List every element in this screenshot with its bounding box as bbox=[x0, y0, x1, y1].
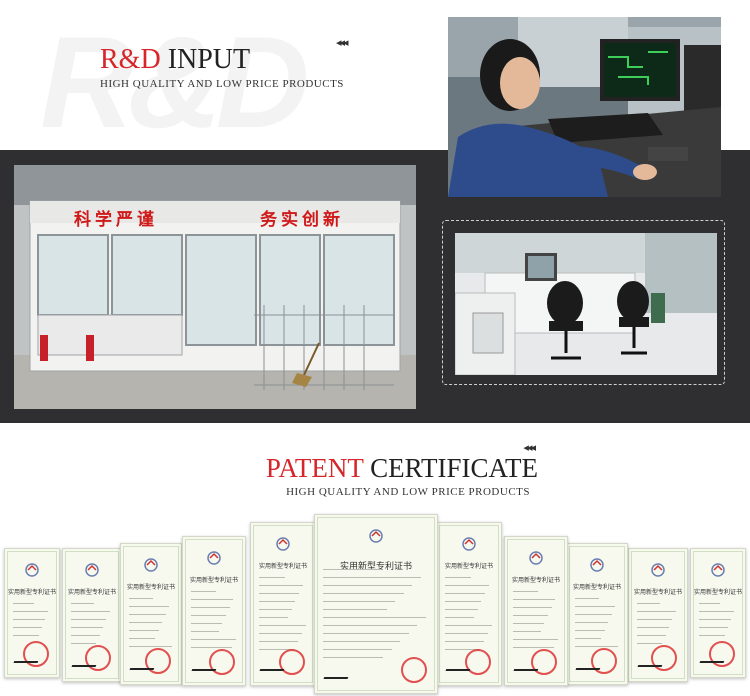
certificate-text-lines bbox=[129, 598, 173, 654]
red-seal-stamp bbox=[279, 649, 305, 675]
rd-subtitle: HIGH QUALITY AND LOW PRICE PRODUCTS bbox=[100, 78, 344, 90]
chevrons-icon: ◂◂◂ bbox=[523, 442, 536, 454]
certificate-title: 实用新型专利证书 bbox=[444, 564, 493, 570]
chevrons-icon: ◂◂◂ bbox=[336, 37, 349, 49]
rd-title: R&D INPUT bbox=[100, 44, 370, 76]
certificate-title: 实用新型专利证书 bbox=[511, 578, 560, 584]
patent-certificate: 实用新型专利证书 bbox=[628, 548, 688, 682]
signature-mark bbox=[699, 655, 727, 663]
signature-mark bbox=[323, 671, 351, 679]
certificate-title: 实用新型专利证书 bbox=[633, 590, 682, 596]
certificate-text-lines bbox=[575, 598, 619, 654]
patent-office-logo-icon bbox=[529, 551, 543, 565]
patent-subtitle: HIGH QUALITY AND LOW PRICE PRODUCTS bbox=[286, 486, 530, 498]
lab-sign-left: 科学严谨 bbox=[74, 210, 158, 230]
signature-mark bbox=[513, 663, 541, 671]
signature-mark bbox=[445, 663, 473, 671]
red-seal-stamp bbox=[23, 641, 49, 667]
signature-mark bbox=[259, 663, 287, 671]
patent-certificate: 实用新型专利证书 bbox=[436, 522, 502, 686]
patent-office-logo-icon bbox=[207, 551, 221, 565]
certificate-text-lines bbox=[445, 577, 493, 655]
patent-certificate: 实用新型专利证书 bbox=[4, 548, 60, 678]
certificate-text-lines bbox=[513, 591, 559, 655]
certificate-text-lines bbox=[323, 569, 429, 663]
patent-office-logo-icon bbox=[462, 537, 476, 551]
patent-office-logo-icon bbox=[651, 563, 665, 577]
patent-certificate: 实用新型专利证书 bbox=[566, 543, 628, 685]
rd-title-dark: INPUT bbox=[160, 44, 251, 75]
certificate-text-lines bbox=[13, 603, 51, 647]
certificate-text-lines bbox=[71, 603, 113, 651]
patent-certificate: 实用新型专利证书 bbox=[250, 522, 316, 686]
control-room-frame bbox=[442, 220, 725, 385]
red-seal-stamp bbox=[651, 645, 677, 671]
certificate-title: 实用新型专利证书 bbox=[339, 561, 412, 571]
patent-certificate: 实用新型专利证书 bbox=[504, 536, 568, 686]
signature-mark bbox=[575, 662, 603, 670]
certificate-title: 实用新型专利证书 bbox=[189, 578, 238, 584]
patent-office-logo-icon bbox=[144, 558, 158, 572]
certificate-title: 实用新型专利证书 bbox=[7, 590, 56, 596]
red-seal-stamp bbox=[85, 645, 111, 671]
signature-mark bbox=[13, 655, 41, 663]
certificate-text-lines bbox=[259, 577, 307, 655]
signature-mark bbox=[129, 662, 157, 670]
certificate-text-lines bbox=[191, 591, 237, 655]
red-seal-stamp bbox=[209, 649, 235, 675]
patent-certificate: 实用新型专利证书 bbox=[314, 514, 438, 694]
certificate-title: 实用新型专利证书 bbox=[693, 590, 742, 596]
patent-title-red: PATENT bbox=[265, 453, 364, 483]
patent-heading: ◂◂◂ PATENT CERTIFICATE HIGH QUALITY AND … bbox=[208, 442, 538, 500]
patent-title: PATENT CERTIFICATE bbox=[208, 452, 538, 484]
red-seal-stamp bbox=[145, 648, 171, 674]
red-seal-stamp bbox=[709, 641, 735, 667]
signature-mark bbox=[191, 663, 219, 671]
certificate-text-lines bbox=[637, 603, 679, 651]
red-seal-stamp bbox=[401, 657, 427, 683]
certificate-title: 实用新型专利证书 bbox=[67, 590, 116, 596]
patent-certificate: 实用新型专利证书 bbox=[182, 536, 246, 686]
signature-mark bbox=[71, 659, 99, 667]
certificate-title: 实用新型专利证书 bbox=[572, 585, 621, 591]
red-seal-stamp bbox=[465, 649, 491, 675]
certificate-text-lines bbox=[699, 603, 737, 647]
patent-office-logo-icon bbox=[369, 529, 383, 543]
patent-office-logo-icon bbox=[25, 563, 39, 577]
lab-sign-right: 务实创新 bbox=[260, 210, 344, 230]
certificate-title: 实用新型专利证书 bbox=[126, 585, 175, 591]
engineer-photo bbox=[448, 17, 721, 197]
patent-certificate: 实用新型专利证书 bbox=[62, 548, 122, 682]
patent-title-dark: CERTIFICATE bbox=[363, 453, 538, 483]
rd-title-red: R&D bbox=[100, 44, 161, 75]
laboratory-photo: 科学严谨 务实创新 bbox=[14, 165, 416, 409]
signature-mark bbox=[637, 659, 665, 667]
patent-certificate: 实用新型专利证书 bbox=[120, 543, 182, 685]
red-seal-stamp bbox=[531, 649, 557, 675]
control-room-photo bbox=[455, 233, 717, 375]
patent-certificate: 实用新型专利证书 bbox=[690, 548, 746, 678]
patent-office-logo-icon bbox=[276, 537, 290, 551]
patent-office-logo-icon bbox=[590, 558, 604, 572]
patent-office-logo-icon bbox=[85, 563, 99, 577]
patent-office-logo-icon bbox=[711, 563, 725, 577]
certificate-title: 实用新型专利证书 bbox=[258, 564, 307, 570]
rd-watermark: R&D bbox=[40, 9, 310, 155]
red-seal-stamp bbox=[591, 648, 617, 674]
rd-heading: ◂◂◂ R&D INPUT HIGH QUALITY AND LOW PRICE… bbox=[100, 37, 370, 104]
